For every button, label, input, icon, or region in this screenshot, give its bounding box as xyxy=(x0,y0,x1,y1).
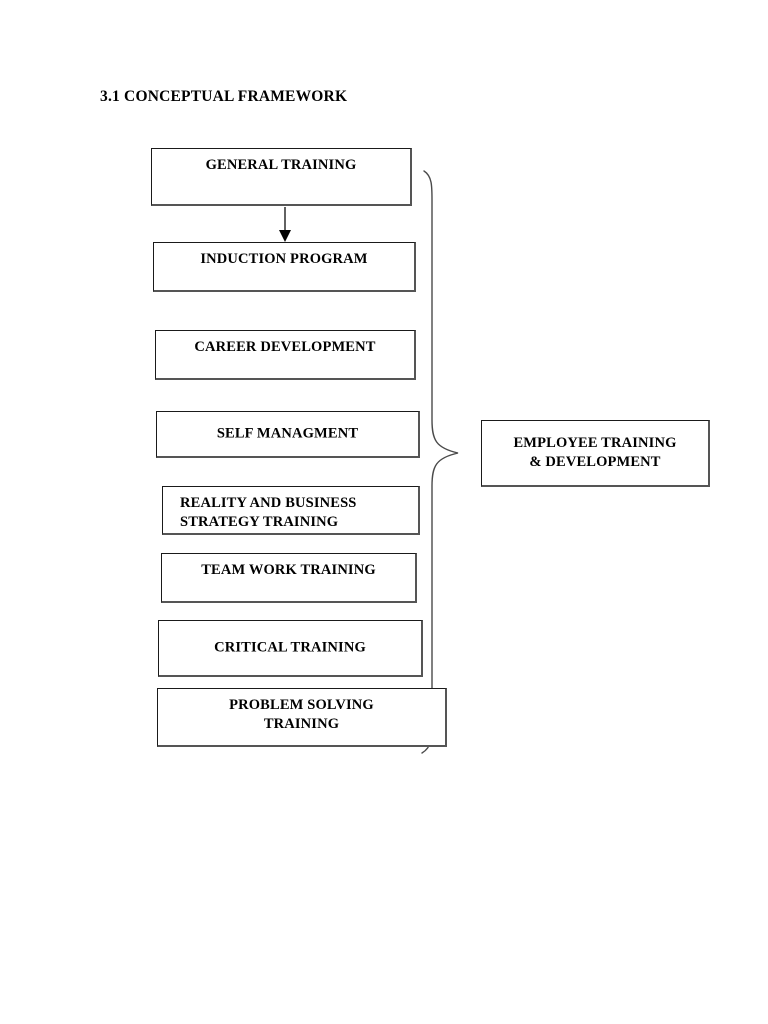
node-label-line-2: & DEVELOPMENT xyxy=(529,454,661,470)
node-team-work-training[interactable]: TEAM WORK TRAINING xyxy=(161,553,417,603)
node-label: CRITICAL TRAINING xyxy=(214,639,366,656)
node-career-development[interactable]: CAREER DEVELOPMENT xyxy=(155,330,416,380)
node-general-training[interactable]: GENERAL TRAINING xyxy=(151,148,412,206)
node-label: CAREER DEVELOPMENT xyxy=(194,339,376,355)
node-label: INDUCTION PROGRAM xyxy=(200,251,368,267)
node-label: TEAM WORK TRAINING xyxy=(201,562,376,578)
arrow-head-icon xyxy=(279,230,291,242)
page-title: 3.1 CONCEPTUAL FRAMEWORK xyxy=(100,88,348,105)
node-critical-training[interactable]: CRITICAL TRAINING xyxy=(158,620,423,677)
node-label-line-2: STRATEGY TRAINING xyxy=(180,513,339,530)
node-label-line-2: TRAINING xyxy=(263,715,340,732)
node-label: EMPLOYEE TRAINING & DEVELOPMENT xyxy=(482,434,708,472)
node-label-line-1: REALITY AND BUSINESS xyxy=(180,495,357,511)
node-problem-solving-training[interactable]: PROBLEM SOLVING TRAINING xyxy=(157,688,447,747)
curly-brace-icon xyxy=(421,170,459,754)
node-self-managment[interactable]: SELF MANAGMENT xyxy=(156,411,420,458)
node-label: PROBLEM SOLVING TRAINING xyxy=(158,696,445,733)
node-reality-and-business-strategy-training[interactable]: REALITY AND BUSINESS STRATEGY TRAINING xyxy=(162,486,420,535)
node-label: GENERAL TRAINING xyxy=(205,157,357,173)
node-induction-program[interactable]: INDUCTION PROGRAM xyxy=(153,242,416,292)
node-label: SELF MANAGMENT xyxy=(216,425,359,442)
node-label-line-1: EMPLOYEE TRAINING xyxy=(513,435,677,452)
node-label: REALITY AND BUSINESS STRATEGY TRAINING xyxy=(163,494,418,531)
node-label-line-1: PROBLEM SOLVING xyxy=(229,697,374,713)
node-employee-training-and-development[interactable]: EMPLOYEE TRAINING & DEVELOPMENT xyxy=(481,420,710,487)
